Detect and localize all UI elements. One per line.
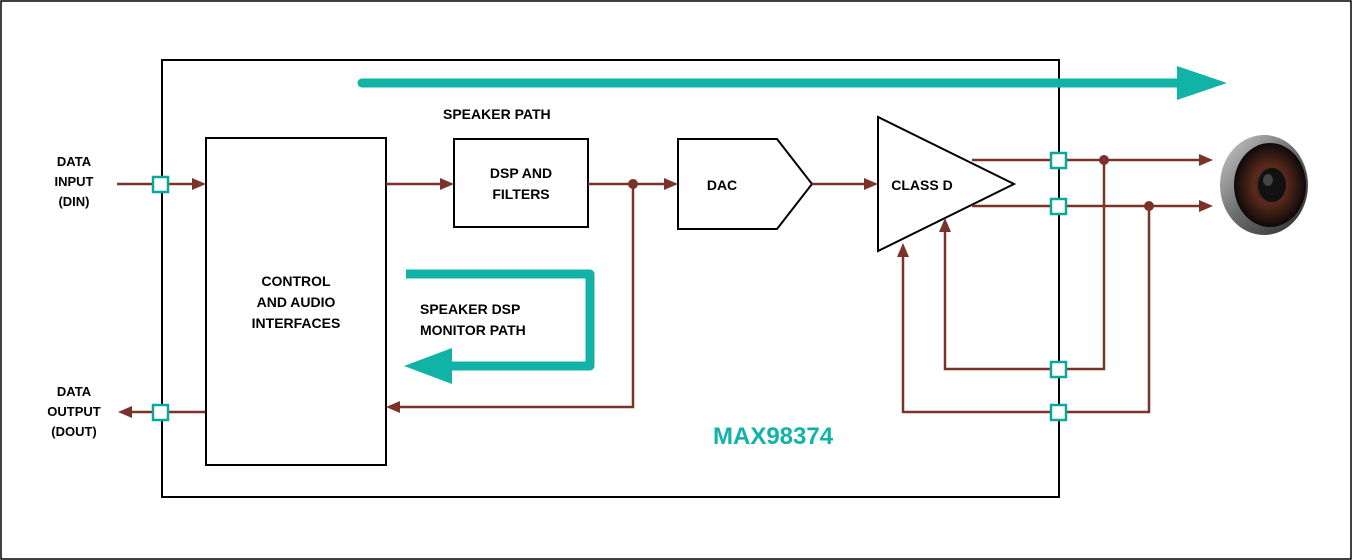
svg-text:MONITOR PATH: MONITOR PATH (420, 322, 526, 338)
control-to-dsp-wire (386, 178, 454, 190)
output-pin-negative (1049, 197, 1068, 216)
chip-name-label: MAX98374 (713, 423, 834, 450)
control-audio-interfaces-block (205, 137, 387, 466)
dsp-block-label: DSP AND FILTERS (490, 165, 552, 202)
svg-text:DATA: DATA (57, 384, 92, 399)
monitor-return-wire (386, 184, 635, 413)
svg-text:FILTERS: FILTERS (492, 186, 549, 202)
svg-text:INPUT: INPUT (55, 174, 94, 189)
speaker-icon (1220, 135, 1308, 235)
dac-label: DAC (707, 177, 737, 193)
data-input-label: DATA INPUT (DIN) (55, 154, 94, 209)
svg-text:SPEAKER DSP: SPEAKER DSP (420, 301, 520, 317)
sense-feedback-wire-2 (897, 206, 1151, 414)
class-d-label: CLASS D (891, 177, 952, 193)
svg-text:DSP AND: DSP AND (490, 165, 552, 181)
speaker-negative-wire (972, 200, 1213, 212)
chip-boundary (161, 59, 1060, 498)
dout-pin (151, 403, 170, 422)
svg-text:CONTROL: CONTROL (261, 273, 331, 289)
monitor-path-arrow (404, 269, 595, 384)
svg-text:(DIN): (DIN) (58, 194, 89, 209)
speaker-path-arrow (357, 66, 1227, 100)
class-d-amplifier (877, 115, 1017, 253)
svg-text:DATA: DATA (57, 154, 92, 169)
control-block-label: CONTROL AND AUDIO INTERFACES (252, 273, 341, 331)
din-pin (151, 175, 170, 194)
speaker-positive-wire (972, 154, 1213, 166)
data-output-label: DATA OUTPUT (DOUT) (47, 384, 101, 439)
dac-block (677, 138, 814, 230)
output-pin-positive (1049, 151, 1068, 170)
sense-feedback-wire-1 (939, 160, 1106, 371)
sense-pin-2 (1049, 403, 1068, 422)
svg-text:(DOUT): (DOUT) (51, 424, 97, 439)
sense-pin-1 (1049, 360, 1068, 379)
svg-text:INTERFACES: INTERFACES (252, 315, 341, 331)
svg-text:AND AUDIO: AND AUDIO (257, 294, 336, 310)
monitor-path-label: SPEAKER DSP MONITOR PATH (420, 301, 526, 338)
dsp-filters-block (453, 138, 589, 228)
svg-text:OUTPUT: OUTPUT (47, 404, 101, 419)
speaker-path-label: SPEAKER PATH (443, 106, 551, 122)
dac-to-classd-wire (812, 178, 878, 190)
